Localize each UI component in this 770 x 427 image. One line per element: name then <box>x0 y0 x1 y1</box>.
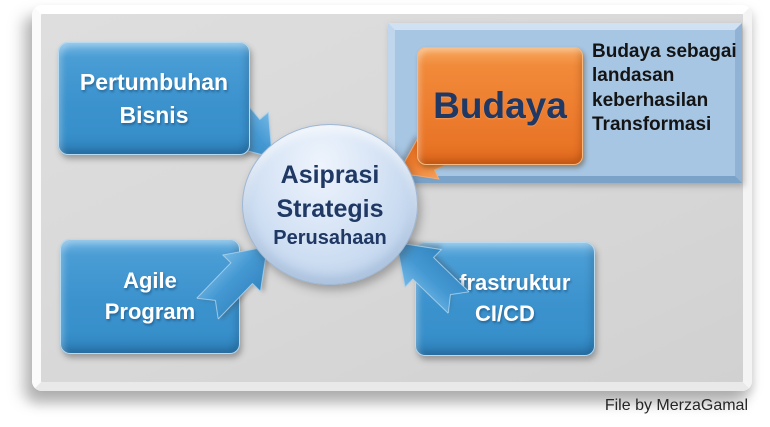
arrow-agile-to-center-icon <box>187 226 288 328</box>
budaya-caption: Budaya sebagai landasan keberhasilan Tra… <box>592 41 737 135</box>
arrow-infrastruktur-to-center-icon <box>376 221 478 322</box>
node-budaya-label: Budaya <box>433 85 567 126</box>
credit-text: File by MerzaGamal <box>604 397 748 414</box>
center-circle-subtitle: Perusahaan <box>273 227 387 250</box>
center-circle: Asiprasi Strategis Perusahaan <box>242 124 418 285</box>
budaya-panel: Budaya Budaya sebagai landasan keberhasi… <box>388 23 742 183</box>
node-agile-program-label: Agile Program <box>104 267 196 324</box>
slide-frame: Pertumbuhan Bisnis Agile Program Infrast… <box>32 5 752 391</box>
node-agile-program: Agile Program <box>60 239 240 354</box>
center-circle-title: Asiprasi Strategis <box>276 160 384 223</box>
node-budaya: Budaya <box>417 47 583 165</box>
node-pertumbuhan-bisnis: Pertumbuhan Bisnis <box>58 42 250 155</box>
node-pertumbuhan-bisnis-label: Pertumbuhan Bisnis <box>79 69 229 128</box>
